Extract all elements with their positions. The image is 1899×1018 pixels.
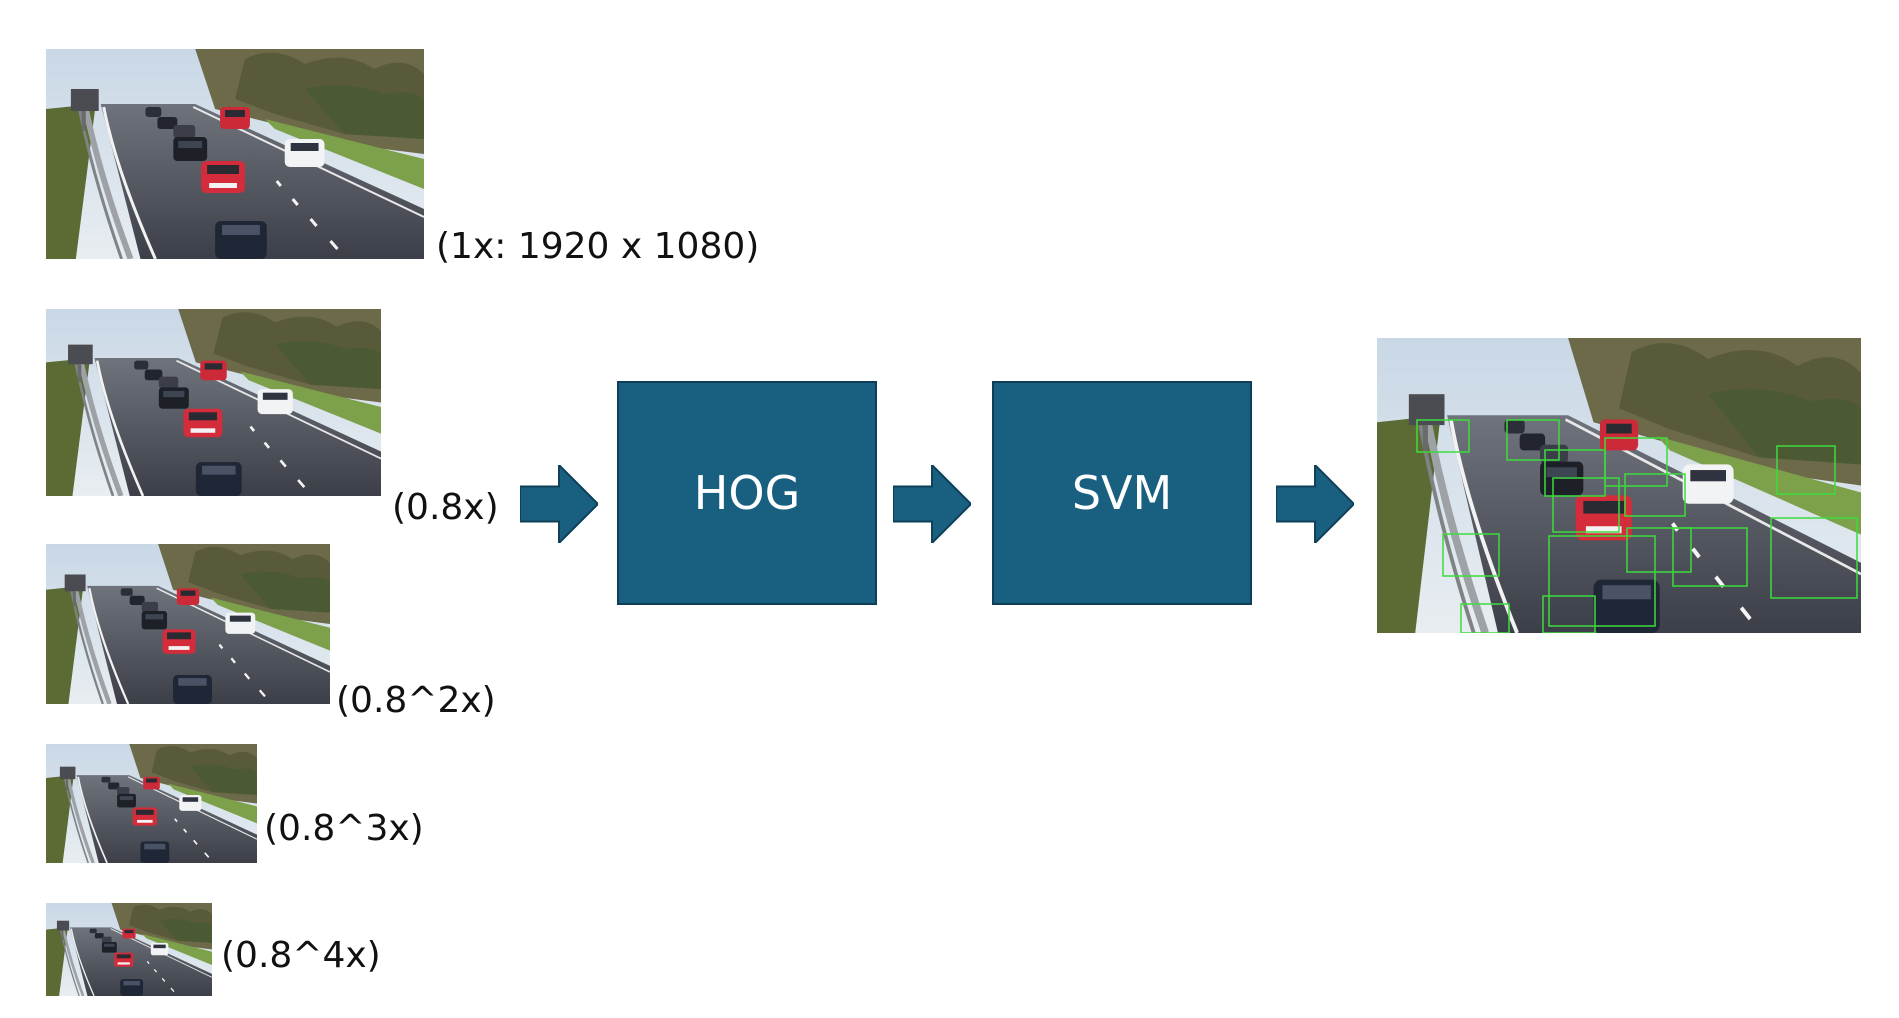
svm-block: SVM (992, 381, 1252, 605)
pyramid-image-1x (46, 49, 424, 259)
hog-block-label: HOG (693, 466, 801, 520)
svm-block-label: SVM (1071, 466, 1173, 520)
pyramid-image-0-8-4x (46, 903, 212, 996)
scale-label-0-8x: (0.8x) (392, 487, 499, 528)
hog-block: HOG (617, 381, 877, 605)
arrow-to-hog-icon (520, 465, 598, 543)
scale-label-0-8-3x: (0.8^3x) (264, 808, 424, 849)
scale-label-0-8-4x: (0.8^4x) (221, 935, 381, 976)
detection-output-image (1377, 338, 1861, 633)
pyramid-image-0-8-3x (46, 744, 257, 863)
pyramid-image-0-8x (46, 309, 381, 496)
arrow-to-output-icon (1276, 465, 1354, 543)
scale-label-0-8-2x: (0.8^2x) (336, 680, 496, 721)
scale-label-1x: (1x: 1920 x 1080) (436, 226, 760, 267)
arrow-to-svm-icon (893, 465, 971, 543)
detection-boxes (1416, 419, 1858, 633)
pyramid-image-0-8-2x (46, 544, 330, 704)
